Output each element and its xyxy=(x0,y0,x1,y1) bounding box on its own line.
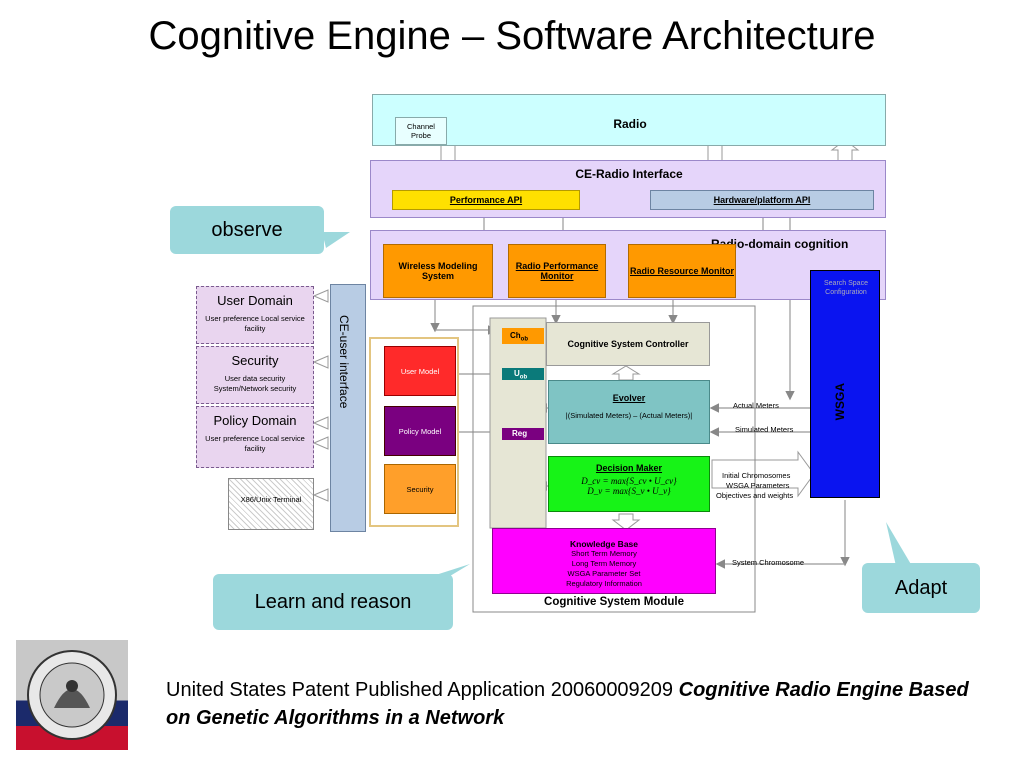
wireless-modeling-system: Wireless Modeling System xyxy=(383,244,493,298)
radio-resource-monitor: Radio Resource Monitor xyxy=(628,244,736,298)
seal-emblem-icon xyxy=(27,650,117,740)
kb-item: Long Term Memory xyxy=(571,559,637,568)
performance-api: Performance API xyxy=(392,190,580,210)
citation-plain: United States Patent Published Applicati… xyxy=(166,679,674,701)
citation: United States Patent Published Applicati… xyxy=(166,676,986,732)
ch-ob-sub: ob xyxy=(520,336,529,343)
kb-title: Knowledge Base xyxy=(569,539,639,549)
ce-user-interface-label: CE-user interface xyxy=(337,315,351,409)
hardware-platform-api: Hardware/platform API xyxy=(650,190,874,210)
terminal-box: X86/Unix Terminal xyxy=(228,478,314,530)
radio-label: Radio xyxy=(613,117,647,131)
callout-learn-and-reason: Learn and reason xyxy=(213,574,453,630)
actual-meters-label: Actual Meters xyxy=(733,401,779,410)
policy-model: Policy Model xyxy=(384,406,456,456)
channel-probe: Channel Probe xyxy=(395,117,447,145)
security-domain-title: Security xyxy=(231,353,279,368)
dm-formula-2: D_v = max{S_v • U_v} xyxy=(587,486,671,496)
callout-adapt: Adapt xyxy=(862,563,980,613)
evolver-title: Evolver xyxy=(612,393,646,403)
uspto-seal xyxy=(16,640,128,750)
ce-user-interface: CE-user interface xyxy=(330,284,366,532)
dm-formula-1: D_cv = max{S_cv • U_cv} xyxy=(581,476,677,486)
u-ob-tag: Uob xyxy=(502,368,544,381)
search-space-config: Search Space Configuration xyxy=(824,280,868,296)
user-domain-box: User Domain User preference Local servic… xyxy=(196,286,314,344)
reg-tag: Reg xyxy=(502,428,544,440)
policy-domain-box: Policy Domain User preference Local serv… xyxy=(196,406,314,468)
evolver-block: Evolver |(Simulated Meters) – (Actual Me… xyxy=(548,380,710,444)
radio-domain-cognition-label: Radio-domain cognition xyxy=(711,237,849,251)
user-model: User Model xyxy=(384,346,456,396)
cognitive-system-controller: Cognitive System Controller xyxy=(546,322,710,366)
radio-block: Channel Probe Radio xyxy=(372,94,886,146)
security-domain-box: Security User data security System/Netwo… xyxy=(196,346,314,404)
policy-domain-sub: User preference Local service facility xyxy=(205,434,305,453)
user-domain-sub: User preference Local service facility xyxy=(205,314,305,333)
decision-maker-title: Decision Maker xyxy=(595,463,663,473)
radio-performance-monitor: Radio Performance Monitor xyxy=(508,244,606,298)
ce-radio-interface-label: CE-Radio Interface xyxy=(575,167,683,181)
u-ob-main: U xyxy=(514,369,520,378)
knowledge-base-block: Knowledge Base Short Term Memory Long Te… xyxy=(492,528,716,594)
security-domain-sub: User data security System/Network securi… xyxy=(213,374,297,393)
callout-observe: observe xyxy=(170,206,324,254)
evolver-formula: |(Simulated Meters) – (Actual Meters)| xyxy=(565,411,693,420)
ch-ob-tag: Chob xyxy=(502,328,544,344)
system-chromosome-label: System Chromosome xyxy=(732,558,805,567)
policy-domain-title: Policy Domain xyxy=(213,413,297,428)
simulated-meters-label: Simulated Meters xyxy=(735,425,794,434)
initial-chromosomes-arrow xyxy=(711,450,815,498)
ch-ob-main: Ch xyxy=(510,331,521,340)
security-model: Security xyxy=(384,464,456,514)
citation-title: Cognitive Radio Engine Based on Genetic … xyxy=(166,679,969,729)
kb-item: WSGA Parameter Set xyxy=(567,569,641,578)
kb-item: Short Term Memory xyxy=(571,549,637,558)
initial-chromosomes-label: Initial Chromosomes xyxy=(722,471,791,480)
kb-item: Regulatory Information xyxy=(566,579,642,588)
objectives-weights-label: Objectives and weights xyxy=(716,491,794,500)
user-domain-title: User Domain xyxy=(217,293,293,308)
decision-maker-block: Decision Maker D_cv = max{S_cv • U_cv} D… xyxy=(548,456,710,512)
u-ob-sub: ob xyxy=(519,374,528,381)
wsga-parameters-label: WSGA Parameters xyxy=(726,481,790,490)
wsga-label: WSGA xyxy=(833,383,847,421)
wsga-block: Search Space Configuration WSGA xyxy=(810,270,880,498)
cognitive-system-module-label: Cognitive System Module xyxy=(544,596,684,608)
slide-title: Cognitive Engine – Software Architecture xyxy=(148,14,876,58)
